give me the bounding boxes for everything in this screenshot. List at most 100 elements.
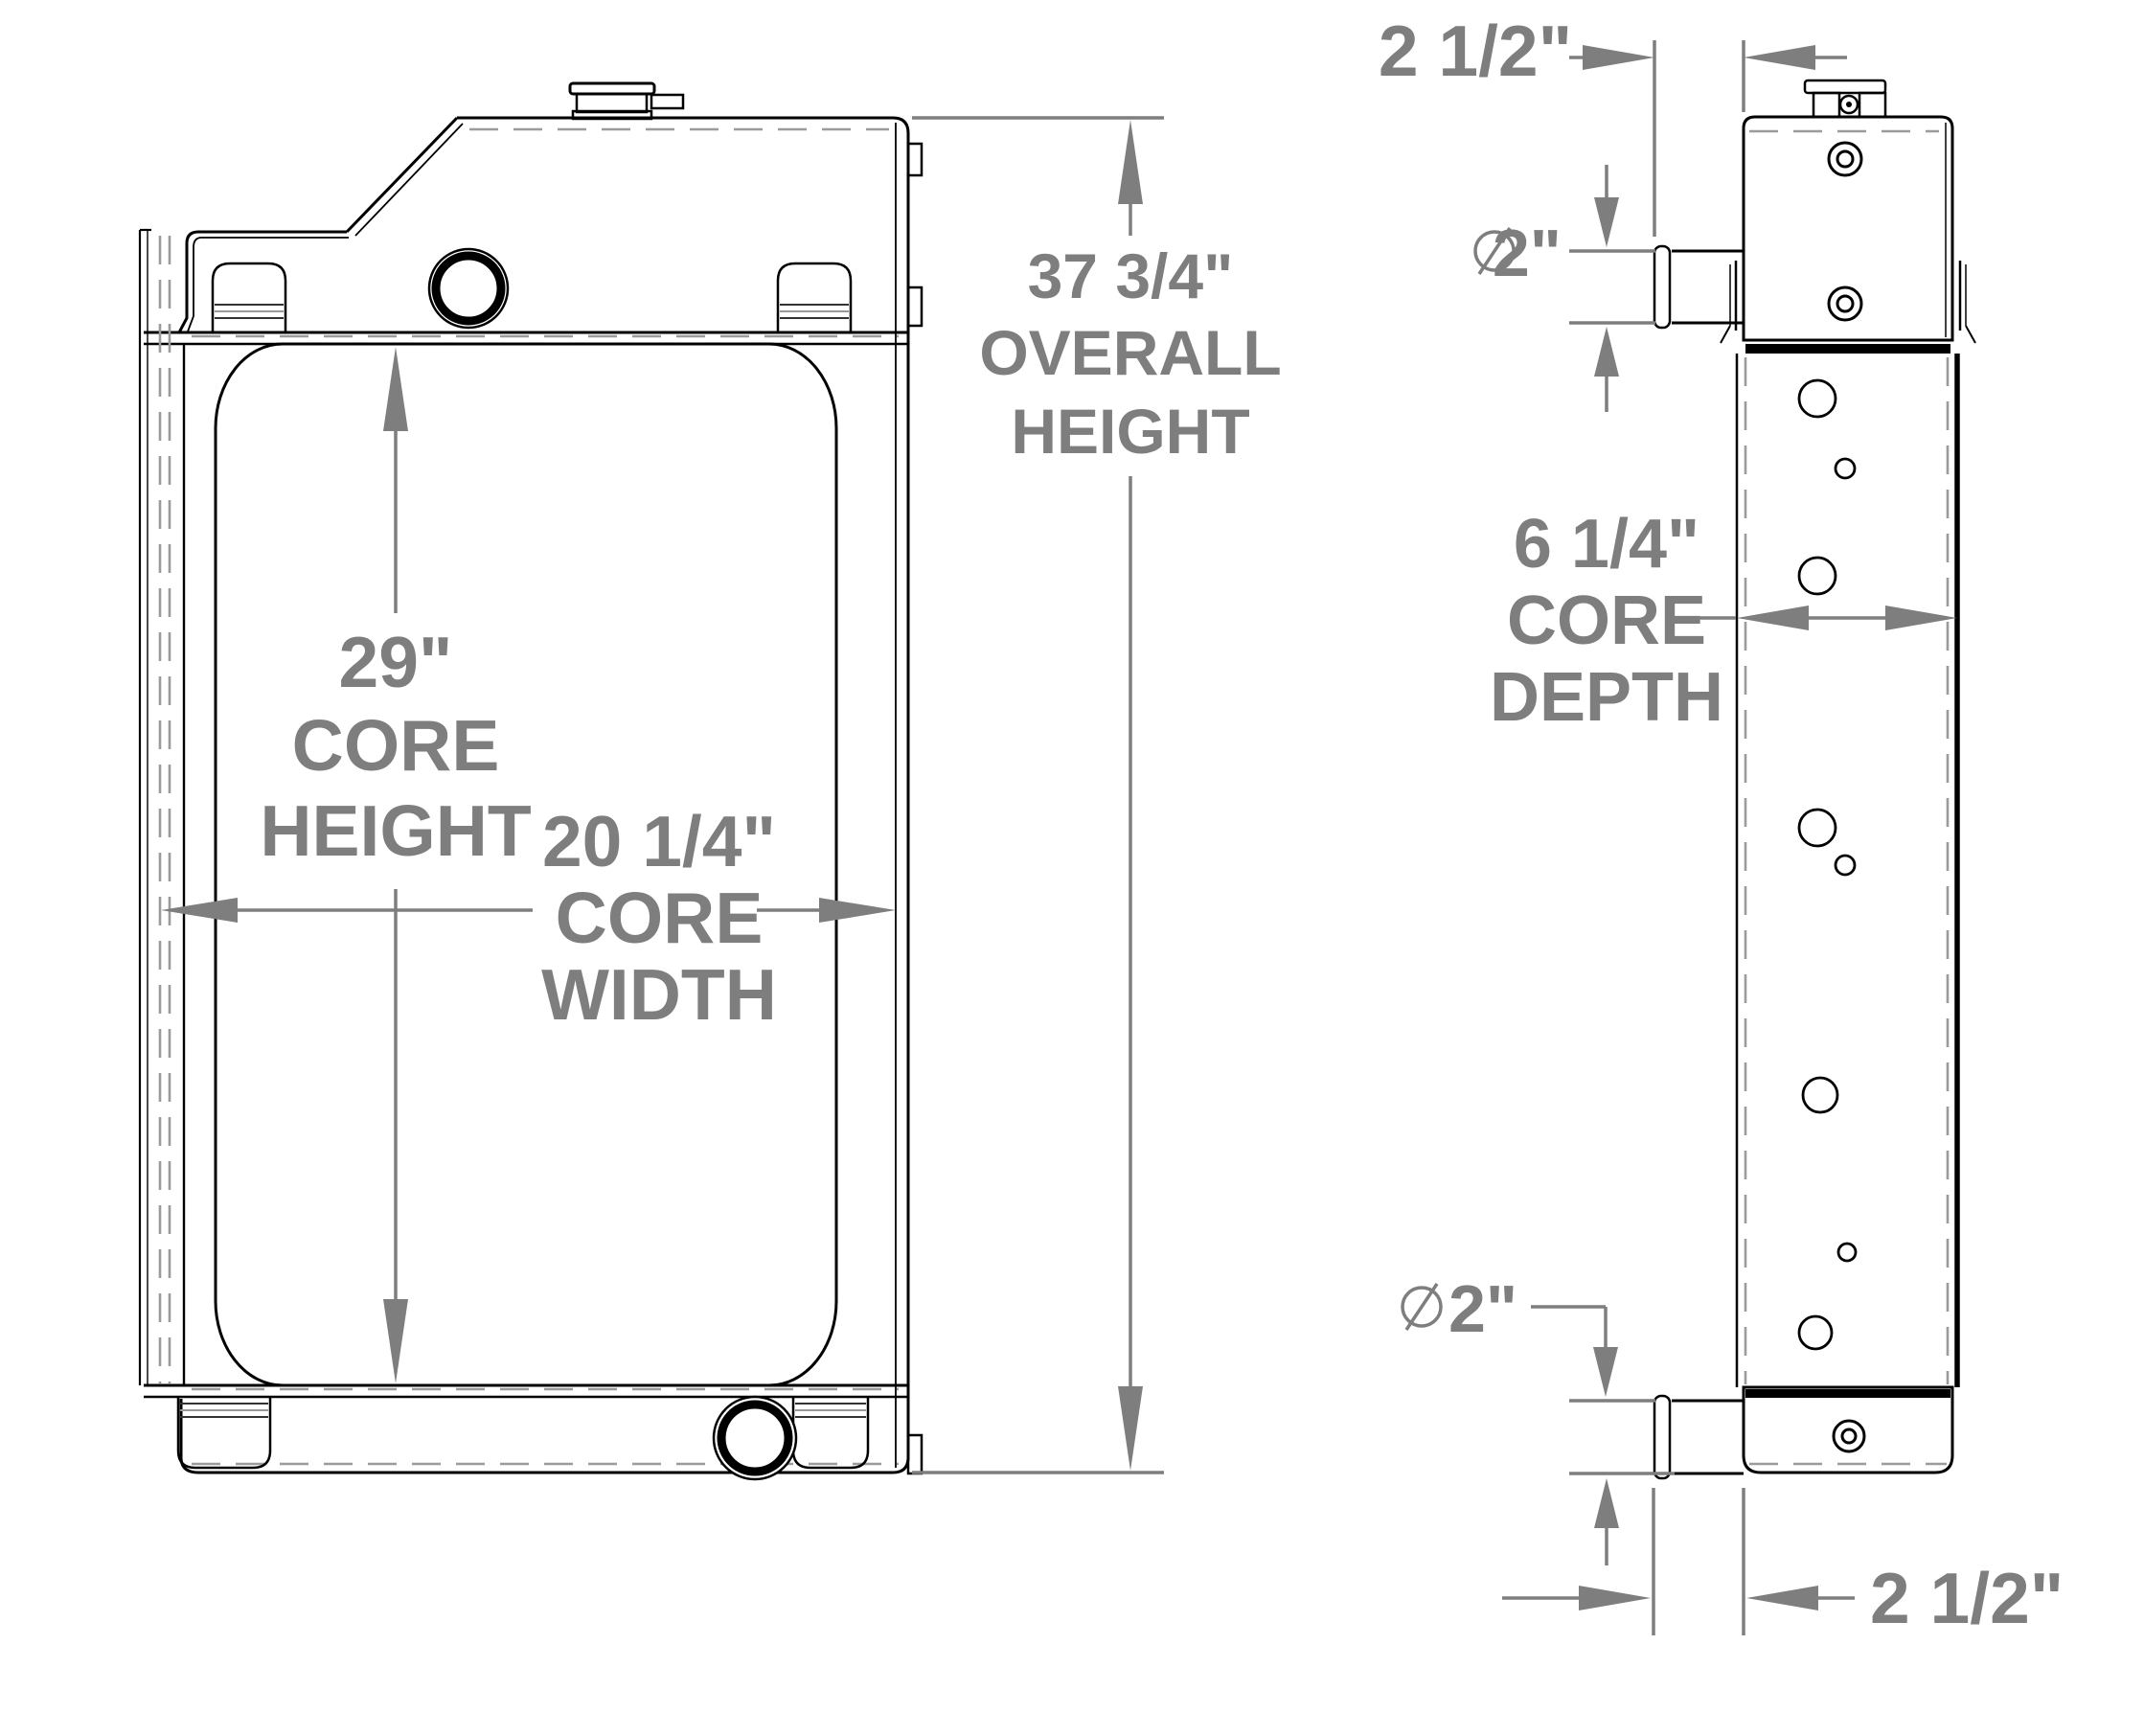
- cap-ear-right: [1858, 91, 1887, 119]
- side-filler-cap: [1803, 79, 1887, 119]
- top-hose-offset-value: 2 1/2": [1379, 11, 1572, 91]
- arrow-up-icon: [1594, 1478, 1619, 1528]
- hole-large-5: [1797, 1314, 1834, 1351]
- bottom-bolt-inner: [1840, 1428, 1858, 1445]
- side-top-hose-outlet: [1653, 244, 1744, 330]
- front-core-face: [214, 342, 838, 1387]
- arrow-down-icon: [383, 1299, 408, 1383]
- right-tab-top: [906, 142, 924, 177]
- side-left-junction-bracket: [1720, 261, 1738, 344]
- core-height-word2: HEIGHT: [260, 790, 531, 871]
- dim-core-depth: 6 1/4" CORE DEPTH: [1490, 506, 1957, 736]
- dim-bottom-hose-offset: 2 1/2": [1502, 1488, 2064, 1638]
- arrow-down-icon: [1118, 1386, 1143, 1471]
- front-top-right-bracket: [776, 262, 853, 332]
- arrow-left-icon: [1746, 1586, 1818, 1610]
- diameter-symbol-slash: [1404, 1283, 1439, 1331]
- cap-center-hole: [1838, 94, 1859, 115]
- arrow-left-icon: [1737, 605, 1809, 630]
- tank-shoulder-inner: [354, 123, 464, 237]
- arrow-up-icon: [383, 347, 408, 431]
- arrow-down-icon: [1593, 1347, 1618, 1397]
- fitting-top-inner: [1836, 149, 1855, 169]
- header-band: [1745, 344, 1950, 354]
- hole-small-2: [1834, 854, 1857, 877]
- diameter-symbol-slash: [1477, 227, 1512, 275]
- hole-large-3: [1797, 808, 1837, 848]
- bracket-outline: [776, 262, 853, 332]
- tank-left-step-inner: [187, 237, 349, 332]
- bottom-hose-offset-value: 2 1/2": [1870, 1558, 2064, 1638]
- front-bottom-right-bracket: [791, 1398, 870, 1470]
- hole-large-4: [1801, 1076, 1839, 1114]
- hole-large-1: [1797, 378, 1837, 419]
- port-outer-ring: [427, 247, 510, 330]
- tank-left-step-outer: [177, 230, 347, 333]
- dim-top-hose-diameter: 2": [1473, 165, 1655, 412]
- side-core-column: [1735, 354, 1960, 1387]
- front-view: [138, 81, 924, 1481]
- side-right-junction-bracket: [1958, 261, 1976, 344]
- bottom-bolt-outer: [1832, 1419, 1866, 1453]
- hole-small-3: [1836, 1242, 1858, 1263]
- dim-bottom-hose-diameter: 2": [1401, 1271, 1675, 1565]
- cap-flange: [568, 81, 656, 96]
- right-tab-bottom: [906, 1433, 924, 1475]
- front-left-side-channel: [138, 228, 186, 1385]
- bottom-tank-outline: [1742, 1385, 1954, 1474]
- fitting-bottom-inner: [1836, 294, 1855, 313]
- bracket-foot: [1720, 325, 1731, 344]
- port-thick-ring: [431, 251, 506, 326]
- side-bottom-hose-outlet: [1653, 1394, 1744, 1480]
- side-tank-outline: [1742, 115, 1954, 342]
- core-height-value: 29": [339, 622, 453, 702]
- hose-end-bead: [1653, 1394, 1672, 1480]
- front-bottom-left-bracket: [176, 1398, 272, 1470]
- dim-overall-height: 37 3/4" OVERALL HEIGHT: [912, 116, 1282, 1474]
- overall-height-word1: OVERALL: [979, 317, 1281, 388]
- dim-core-height: 29" CORE HEIGHT: [260, 347, 532, 1383]
- bracket-foot: [1965, 325, 1976, 344]
- cap-overflow-nipple: [650, 93, 685, 110]
- diameter-symbol-icon: [1473, 230, 1516, 272]
- core-width-word2: WIDTH: [541, 954, 777, 1035]
- dim-top-hose-offset: 2 1/2": [1379, 11, 1847, 237]
- front-top-header: [144, 331, 908, 346]
- outlet-outer-ring: [712, 1395, 798, 1481]
- arrow-left-icon: [161, 898, 238, 923]
- overall-height-word2: HEIGHT: [1011, 396, 1249, 467]
- arrow-right-icon: [1583, 45, 1654, 70]
- front-top-port: [427, 247, 510, 330]
- fitting-bottom-outer: [1827, 286, 1863, 322]
- core-depth-value: 6 1/4": [1514, 506, 1699, 582]
- arrow-up-icon: [1118, 120, 1143, 204]
- bracket-outline: [176, 1398, 272, 1470]
- arrow-right-icon: [1885, 605, 1957, 630]
- side-top-header: [1744, 338, 1952, 354]
- dim-core-width: 20 1/4" CORE WIDTH: [161, 801, 896, 1035]
- cap-center-dot: [1846, 102, 1852, 107]
- core-depth-word1: CORE: [1507, 582, 1706, 659]
- bottom-header-band: [1745, 1389, 1950, 1398]
- side-bottom-tank: [1742, 1385, 1954, 1474]
- right-tab-middle: [906, 286, 924, 328]
- bracket-outline: [211, 262, 287, 332]
- top-hose-diameter-value: 2": [1493, 216, 1562, 290]
- core-depth-word2: DEPTH: [1490, 659, 1723, 736]
- front-top-left-bracket: [211, 262, 287, 332]
- cap-top-plate: [1803, 79, 1887, 95]
- hose-end-bead: [1653, 244, 1672, 330]
- tank-shoulder-outer: [345, 116, 459, 234]
- arrow-up-icon: [1594, 327, 1619, 377]
- core-height-word1: CORE: [292, 705, 500, 786]
- core-width-word1: CORE: [556, 878, 764, 958]
- arrow-right-icon: [1579, 1586, 1651, 1610]
- front-bottom-header: [144, 1383, 908, 1399]
- cap-ear-left: [1812, 91, 1841, 119]
- fitting-top-outer: [1827, 141, 1863, 177]
- cap-body: [575, 92, 649, 114]
- arrow-right-icon: [819, 898, 896, 923]
- arrow-left-icon: [1744, 45, 1815, 70]
